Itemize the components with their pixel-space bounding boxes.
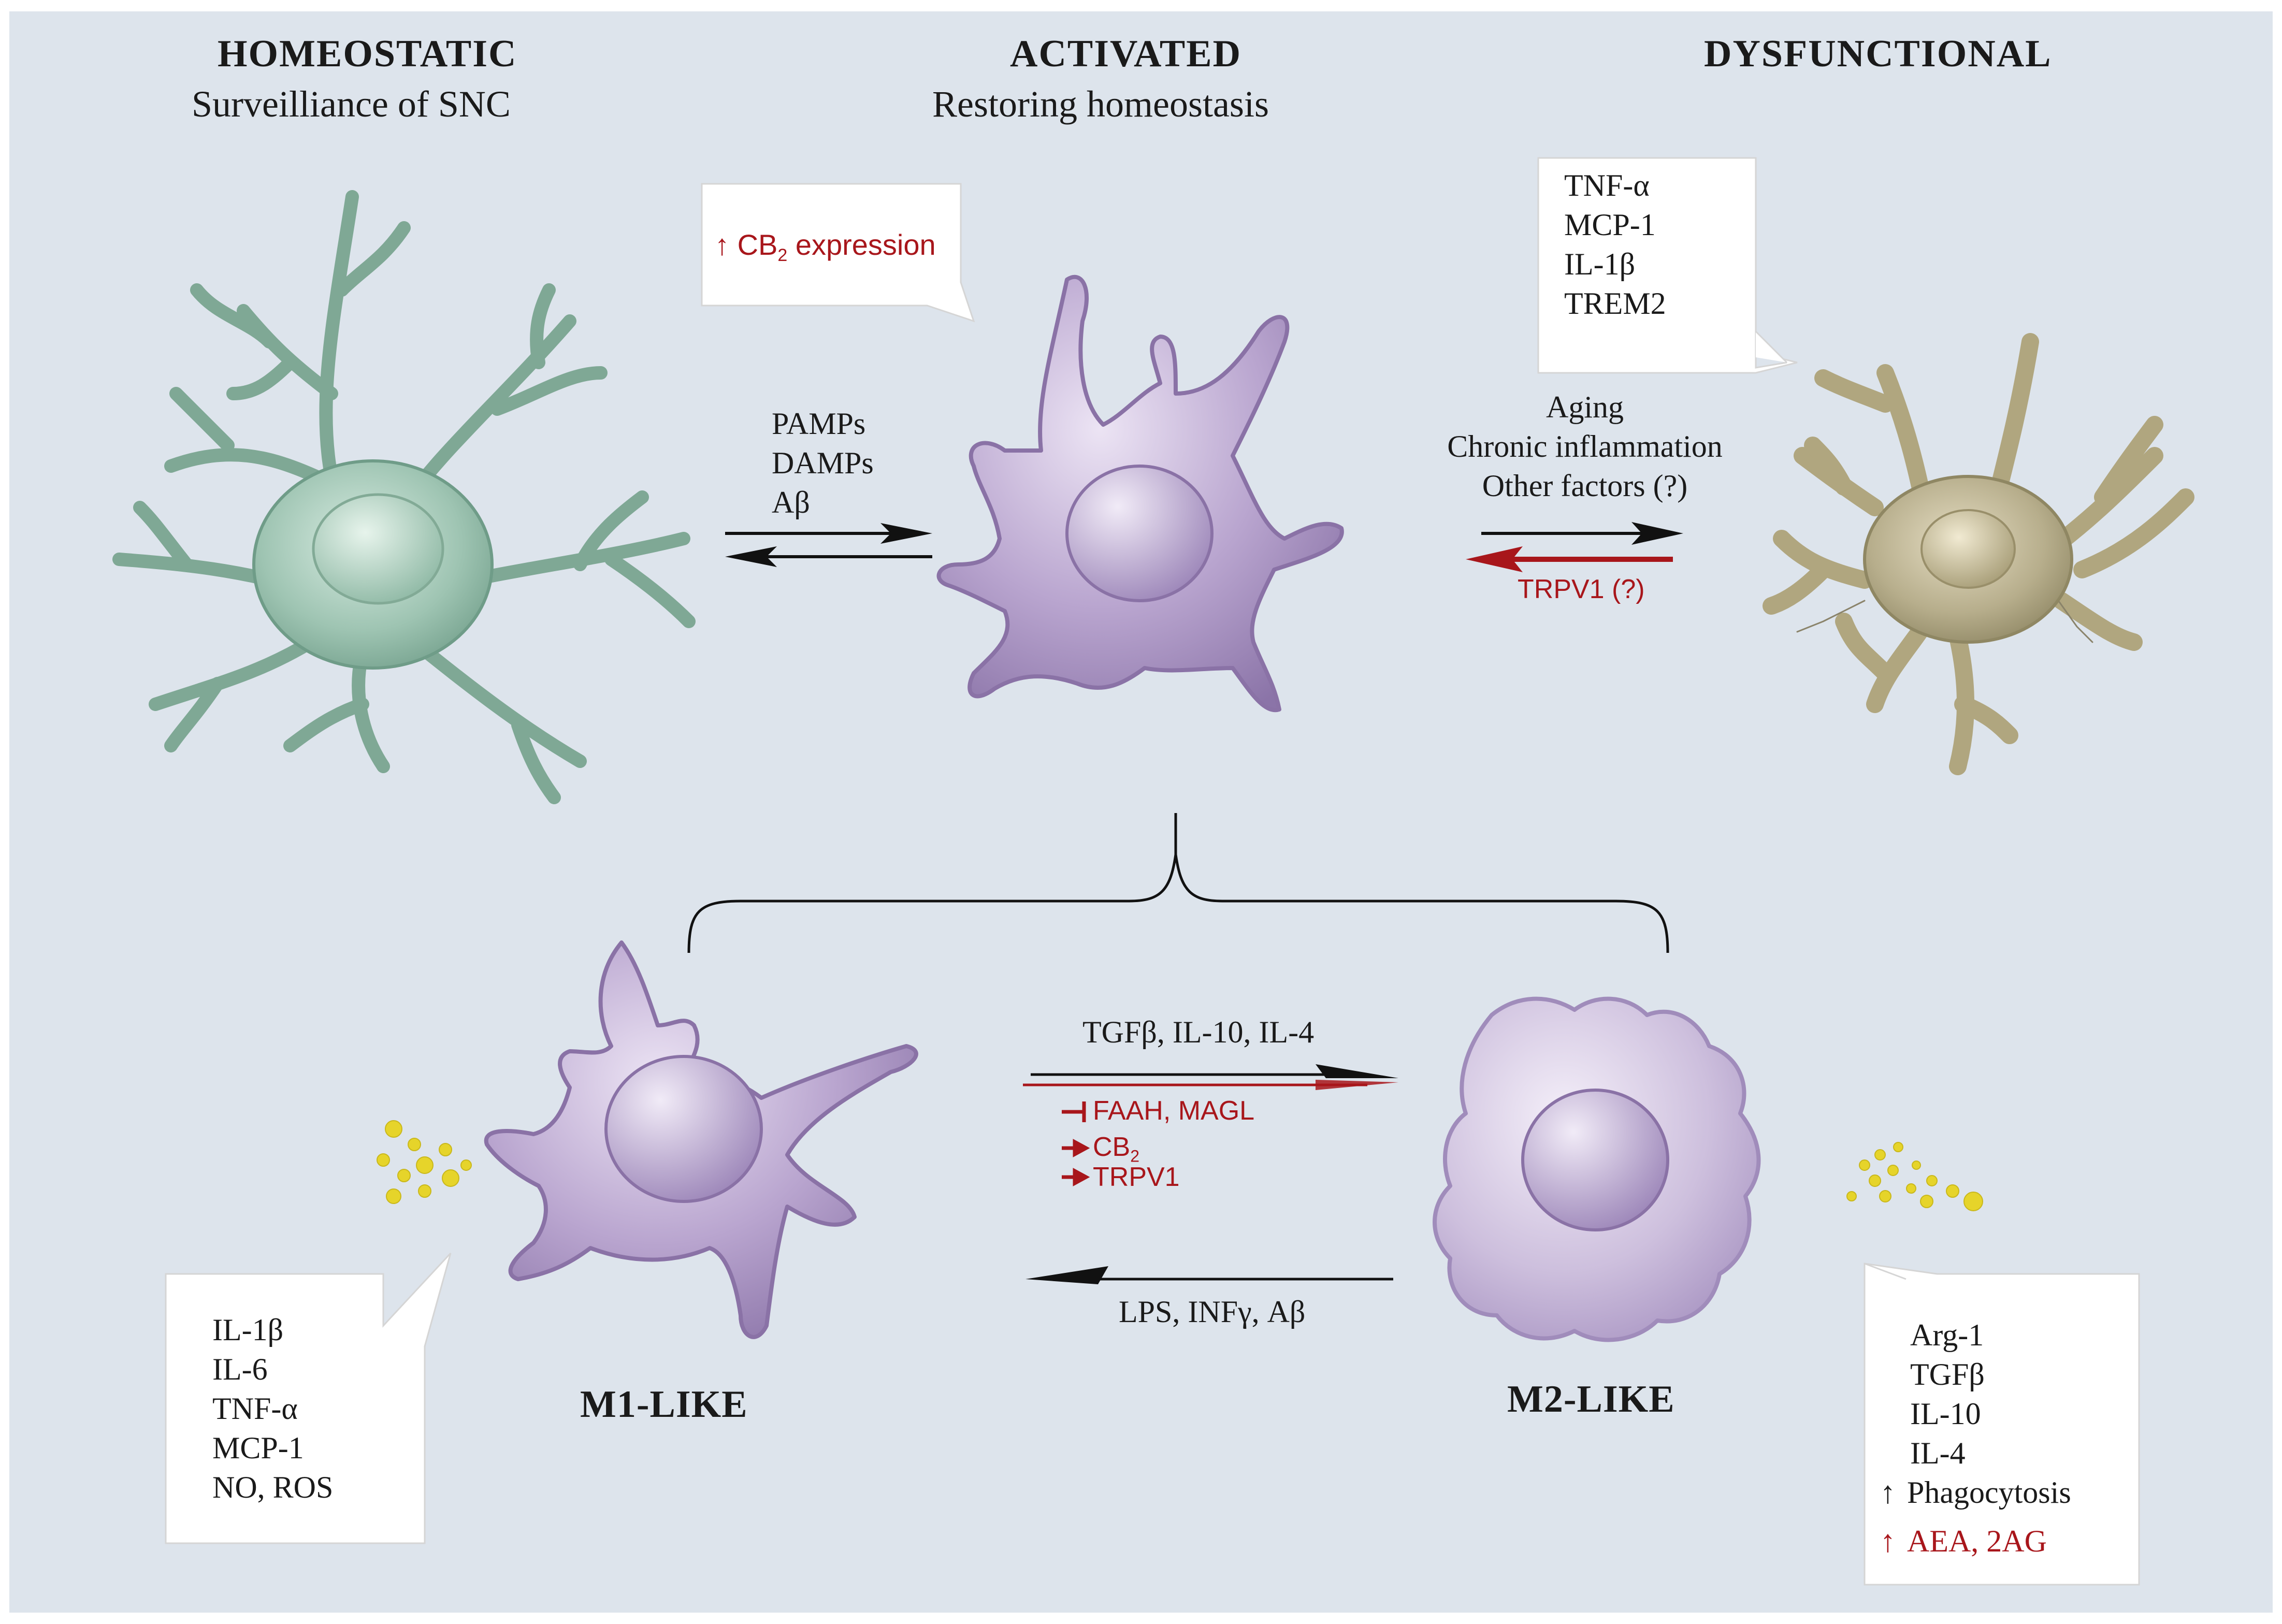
marker-item: TNF-α — [1564, 168, 1650, 202]
m2-polarizing-stimuli: TGFβ, IL-10, IL-4 — [1082, 1015, 1315, 1049]
activation-triggers: PAMPs DAMPs Aβ — [772, 404, 874, 522]
trpv1-reverse-label: TRPV1 (?) — [1518, 574, 1645, 604]
modulator-faah-magl: FAAH, MAGL — [1093, 1096, 1255, 1126]
arrow-activated-to-homeostatic — [725, 546, 932, 567]
cause-item: Chronic inflammation — [1447, 429, 1723, 463]
trigger-item: Aβ — [772, 485, 810, 519]
arrow-dysfunctional-to-activated-trpv1 — [1466, 546, 1673, 572]
m1-polarizing-stimuli: LPS, INFγ, Aβ — [1119, 1295, 1306, 1329]
arrow-m2-to-m1 — [1026, 1266, 1393, 1284]
cause-item: Other factors (?) — [1482, 469, 1688, 503]
secretion-item: NO, ROS — [212, 1470, 334, 1504]
phagocytosis-text: Phagocytosis — [1907, 1475, 2071, 1510]
m1-secretion-list: IL-1β IL-6 TNF-α MCP-1 NO, ROS — [212, 1310, 333, 1507]
up-arrow-icon: ↑ — [1880, 1524, 1896, 1558]
homeostatic-microglia-cell — [112, 190, 696, 804]
modulator-trpv1: TRPV1 — [1093, 1162, 1180, 1192]
arrow-homeostatic-to-activated — [725, 523, 932, 544]
aea-2ag-item: ↑ AEA, 2AG — [1880, 1521, 2071, 1561]
m2-like-microglia-cell — [1433, 996, 1761, 1342]
m2-like-label: M2-LIKE — [1507, 1378, 1675, 1420]
secretion-item: MCP-1 — [212, 1431, 304, 1465]
dysfunctional-title: DYSFUNCTIONAL — [1704, 33, 2052, 75]
cb2-text: CB — [737, 228, 778, 261]
up-arrow-icon: ↑ — [715, 228, 729, 261]
dysfunctional-markers-list: TNF-α MCP-1 IL-1β TREM2 — [1564, 166, 1666, 323]
modulator-symbols — [1062, 1101, 1090, 1186]
activated-subtitle: Restoring homeostasis — [932, 83, 1269, 125]
marker-item: MCP-1 — [1564, 208, 1656, 242]
m1-like-label: M1-LIKE — [580, 1383, 748, 1426]
up-arrow-icon: ↑ — [1880, 1475, 1896, 1510]
trigger-item: PAMPs — [772, 407, 866, 441]
activated-microglia-cell — [936, 274, 1344, 713]
activated-callout-bubble — [701, 183, 975, 323]
marker-item: IL-1β — [1564, 247, 1636, 281]
activated-title: ACTIVATED — [1010, 33, 1242, 75]
phenotype-bracket — [687, 813, 1669, 953]
cb2-subscript: 2 — [777, 245, 788, 266]
m2-callout-bubble — [1864, 1263, 2140, 1586]
cb2-text: CB — [1093, 1132, 1131, 1162]
arrow-activated-to-dysfunctional — [1481, 522, 1683, 545]
secretion-item: Arg-1 — [1910, 1318, 1984, 1352]
m1-secreted-vesicles — [377, 1120, 472, 1204]
m1-callout-bubble — [165, 1252, 452, 1544]
marker-item: TREM2 — [1564, 286, 1666, 321]
homeostatic-title: HOMEOSTATIC — [218, 33, 517, 75]
secretion-item: TGFβ — [1910, 1357, 1985, 1391]
aea-2ag-text: AEA, 2AG — [1907, 1524, 2047, 1558]
homeostatic-subtitle: Surveilliance of SNC — [192, 83, 511, 125]
arrow-m1-to-m2 — [1023, 1064, 1398, 1090]
secretion-item: IL-1β — [212, 1313, 284, 1347]
trigger-item: DAMPs — [772, 446, 874, 480]
m1-like-microglia-cell — [484, 940, 918, 1339]
cb2-expression-label: ↑ CB2 expression — [715, 228, 936, 266]
secretion-item: IL-6 — [212, 1352, 268, 1386]
secretion-item: IL-10 — [1910, 1397, 1981, 1431]
dysfunction-causes: Aging Chronic inflammation Other factors… — [1419, 387, 1751, 505]
callout-bubbles — [165, 157, 2140, 1586]
m2-secreted-vesicles — [1846, 1142, 1983, 1211]
secretion-item: TNF-α — [212, 1391, 298, 1426]
m2-secretion-list: Arg-1 TGFβ IL-10 IL-4 ↑ Phagocytosis ↑ AEA… — [1880, 1315, 2071, 1561]
secretion-item: IL-4 — [1910, 1436, 1966, 1470]
dysfunctional-microglia-cell — [1763, 333, 2194, 775]
cause-item: Aging — [1546, 390, 1624, 424]
modulator-cb2: CB2 — [1093, 1132, 1139, 1166]
phagocytosis-item: ↑ Phagocytosis — [1880, 1473, 2071, 1512]
cb2-subscript: 2 — [1130, 1147, 1140, 1166]
expression-text: expression — [787, 228, 936, 261]
